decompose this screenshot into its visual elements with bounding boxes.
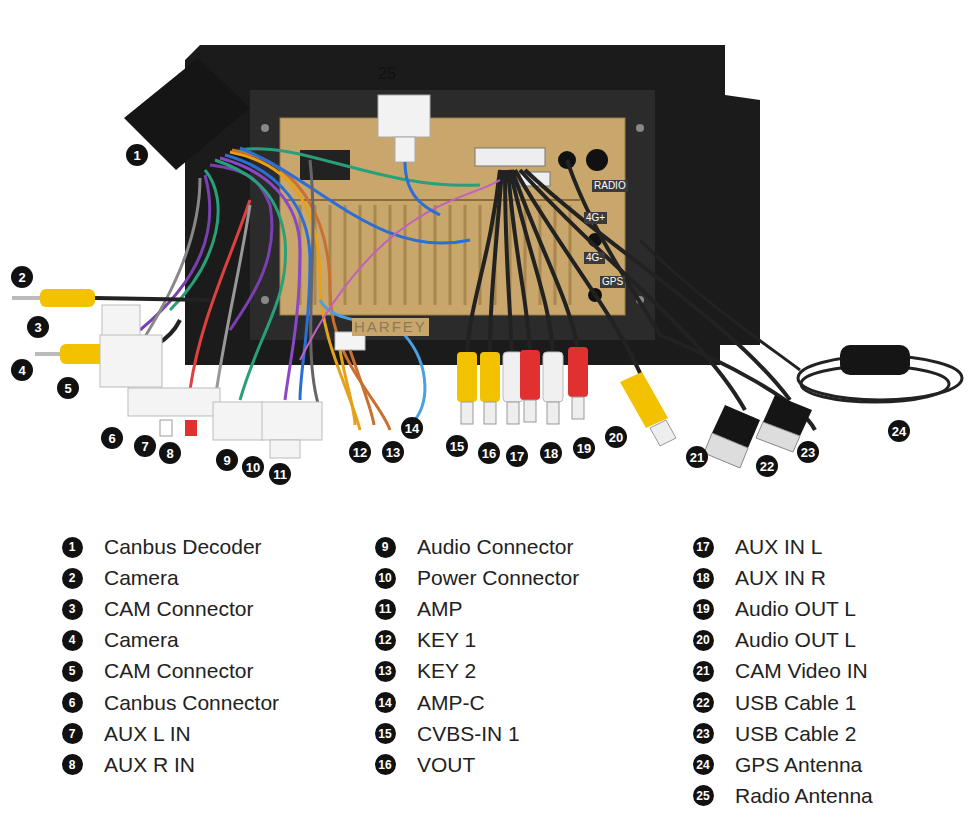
callout-number: 7 — [62, 723, 83, 744]
callout-number: 8 — [62, 754, 83, 775]
port-label: 4G- — [584, 252, 605, 264]
gps-antenna — [640, 240, 962, 402]
radio-antenna-plug — [378, 95, 430, 137]
callout-number: 13 — [382, 441, 404, 463]
callout-number: 12 — [349, 441, 371, 463]
callout-number: 18 — [693, 568, 714, 589]
callout-number: 16 — [375, 754, 396, 775]
part-name: CAM Connector — [104, 658, 253, 684]
callout-number: 14 — [375, 692, 396, 713]
callout-number: 19 — [693, 599, 714, 620]
callout-number: 21 — [686, 446, 708, 468]
part-name: USB Cable 1 — [735, 690, 856, 716]
part-name: AUX L IN — [104, 721, 191, 747]
callout-number: 9 — [375, 537, 396, 558]
part-name: Canbus Decoder — [104, 534, 262, 560]
callout-number: 25 — [693, 785, 714, 806]
part-name: KEY 2 — [417, 658, 476, 684]
watermark: HARFEY — [352, 318, 429, 336]
part-name: Radio Antenna — [735, 783, 873, 809]
part-name: Audio OUT L — [735, 596, 856, 622]
part-name: CAM Connector — [104, 596, 253, 622]
callout-number: 10 — [242, 456, 264, 478]
part-name: AUX R IN — [104, 752, 195, 778]
callout-number: 22 — [693, 692, 714, 713]
callout-number: 6 — [62, 692, 83, 713]
part-name: KEY 1 — [417, 627, 476, 653]
part-name: USB Cable 2 — [735, 721, 856, 747]
part-name: GPS Antenna — [735, 752, 862, 778]
callout-number: 17 — [693, 537, 714, 558]
callout-number: 24 — [693, 754, 714, 775]
part-name: CAM Video IN — [735, 658, 868, 684]
callout-number: 16 — [478, 442, 500, 464]
callout-number: 19 — [573, 437, 595, 459]
rca-plugs — [457, 347, 676, 446]
part-name: Camera — [104, 565, 179, 591]
part-name: AUX IN R — [735, 565, 826, 591]
callout-number: 5 — [57, 377, 79, 399]
callout-number: 4 — [62, 630, 83, 651]
part-name: Power Connector — [417, 565, 579, 591]
part-name: CVBS-IN 1 — [417, 721, 520, 747]
callout-number: 1 — [62, 537, 83, 558]
callout-number: 23 — [693, 723, 714, 744]
harness-connectors — [100, 305, 365, 458]
callout-number: 1 — [126, 144, 148, 166]
callout-number: 2 — [11, 266, 33, 288]
part-name: Camera — [104, 627, 179, 653]
callout-number: 11 — [375, 599, 396, 620]
port-label: 4G+ — [584, 212, 607, 224]
part-name: AMP-C — [417, 690, 485, 716]
callout-number: 15 — [446, 435, 468, 457]
port-label: RADIO — [592, 180, 628, 192]
callout-number: 20 — [693, 630, 714, 651]
callout-number: 4 — [11, 359, 33, 381]
callout-number: 20 — [605, 426, 627, 448]
callout-number: 9 — [216, 449, 238, 471]
callout-number: 24 — [888, 420, 910, 442]
callout-number: 18 — [540, 442, 562, 464]
part-name: Canbus Connector — [104, 690, 279, 716]
callout-number: 17 — [506, 445, 528, 467]
callout-number: 10 — [375, 568, 396, 589]
callout-number: 7 — [134, 435, 156, 457]
part-name: Audio Connector — [417, 534, 573, 560]
part-name: VOUT — [417, 752, 475, 778]
callout-number: 21 — [693, 661, 714, 682]
callout-number: 13 — [375, 661, 396, 682]
usb-plugs — [704, 395, 812, 468]
callout-number: 5 — [62, 661, 83, 682]
part-name: AMP — [417, 596, 463, 622]
callout-number: 23 — [797, 441, 819, 463]
part-name: AUX IN L — [735, 534, 823, 560]
callout-number: 3 — [62, 599, 83, 620]
part-name: Audio OUT L — [735, 627, 856, 653]
port-label: GPS — [600, 276, 625, 288]
callout-number: 14 — [401, 417, 423, 439]
callout-number: 8 — [159, 442, 181, 464]
camera-rca — [40, 289, 95, 307]
callout-number: 22 — [756, 455, 778, 477]
callout-number: 25 — [378, 64, 396, 84]
callout-number: 2 — [62, 568, 83, 589]
callout-number: 6 — [101, 427, 123, 449]
callout-number: 12 — [375, 630, 396, 651]
back-panel — [280, 118, 625, 315]
callout-number: 11 — [269, 463, 291, 485]
callout-number: 3 — [27, 316, 49, 338]
rca-bundle — [467, 160, 815, 430]
callout-number: 15 — [375, 723, 396, 744]
